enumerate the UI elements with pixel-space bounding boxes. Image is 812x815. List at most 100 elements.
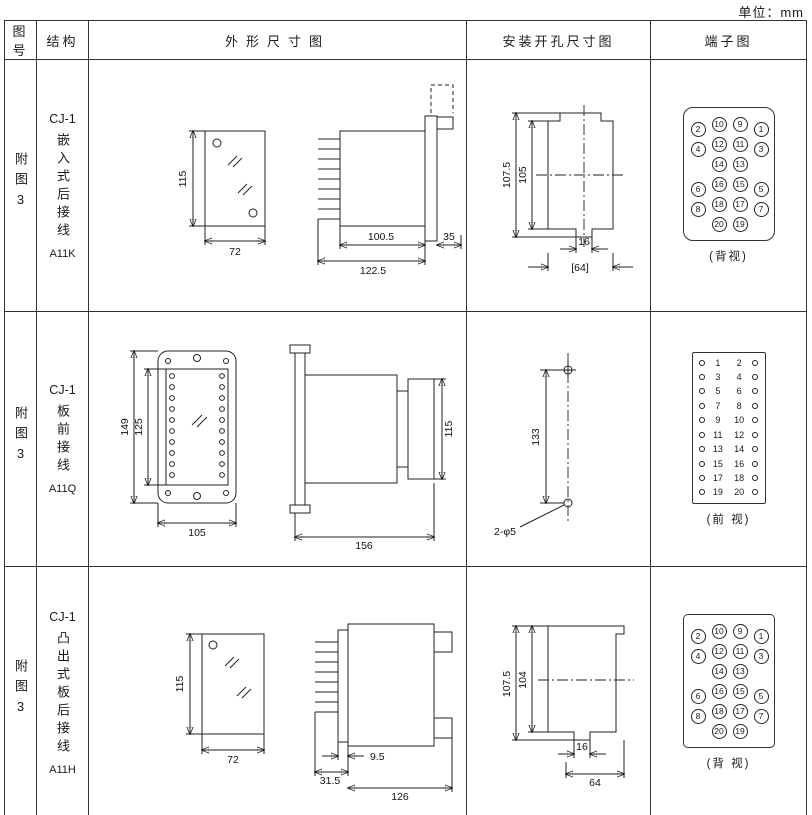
dim-span-width: 64 [589, 777, 601, 789]
terminal-16: 16 [711, 684, 727, 699]
dim-body-length: 100.5 [367, 231, 393, 243]
terminal-13: 13 [732, 664, 748, 679]
terminal-2: 2 [690, 629, 706, 644]
terminal-number: 10 [734, 415, 745, 426]
terminal-16: 16 [711, 177, 727, 192]
mounting-cell: 133 2-φ5 [466, 311, 651, 567]
table-row-a11h: 附图3 CJ-1 凸出式板后接线 A11H [4, 566, 807, 815]
terminal-number: 12 [734, 429, 745, 440]
terminal-hole-icon [752, 460, 759, 467]
outline-cell: 115 72 [88, 566, 467, 815]
terminal-hole-icon [698, 417, 705, 424]
header-terminal: 端子图 [650, 20, 807, 60]
mounting-cell: 107.5 105 16 [64] [466, 59, 651, 312]
terminal-14: 14 [711, 664, 727, 679]
dim-front-height: 115 [174, 675, 186, 692]
side-view: 9.5 31.5 126 [315, 623, 452, 803]
terminal-view-label: (背 视) [706, 758, 751, 770]
dim-inner-height: 125 [133, 418, 145, 436]
structure-cell: CJ-1 嵌入式后接线 A11K [36, 59, 89, 312]
terminal-hole-icon [698, 489, 705, 496]
structure-cell: CJ-1 凸出式板后接线 A11H [36, 566, 89, 815]
dim-notch-width: 16 [576, 741, 588, 753]
hole-spec-label: 2-φ5 [494, 526, 516, 538]
unit-label: 单位：mm [738, 5, 804, 20]
header-structure: 结构 [36, 20, 89, 60]
mounting-drawing-a11h: 107.5 104 16 64 [501, 568, 634, 789]
front-view: 115 72 [177, 131, 265, 258]
terminal-pair-11-12: 11 12 [698, 429, 759, 440]
terminal-number: 18 [734, 473, 745, 483]
terminal-number: 11 [713, 429, 723, 440]
fig-no-cell: 附图3 [4, 566, 37, 815]
model-label: CJ-1 [49, 111, 76, 126]
cutout-dims: 107.5 104 16 64 [501, 626, 624, 789]
cutout-outline [537, 625, 634, 740]
terminal-8: 8 [690, 202, 706, 217]
terminal-19: 19 [732, 217, 748, 232]
terminal-1: 1 [753, 629, 769, 644]
fig-no-cell: 附图3 [4, 59, 37, 312]
front-view: 149 125 105 [119, 351, 236, 539]
dim-pin-length: 31.5 [319, 775, 340, 787]
terminal-7: 7 [753, 709, 769, 724]
terminal-hole-icon [752, 489, 759, 496]
terminal-view-label: (前 视) [706, 513, 751, 526]
terminal-20: 20 [711, 217, 727, 232]
terminal-hole-icon [698, 402, 705, 409]
dim-outer-height: 149 [119, 418, 131, 436]
terminal-2: 2 [690, 122, 706, 137]
dim-total-length: 156 [355, 540, 373, 552]
mounting-cell: 107.5 104 16 64 [466, 566, 651, 815]
dim-body-length: 126 [391, 791, 409, 803]
cutout-dims: 107.5 105 16 [64] [501, 113, 633, 274]
terminal-13: 13 [732, 157, 748, 172]
terminal-18: 18 [711, 197, 727, 212]
terminal-hole-icon [698, 460, 705, 467]
fig-no-cell: 附图3 [4, 311, 37, 567]
terminal-17: 17 [732, 197, 748, 212]
dim-inner-height: 104 [517, 671, 529, 689]
terminal-number: 6 [736, 386, 742, 397]
outline-cell: 149 125 105 [88, 311, 467, 567]
terminal-4: 4 [690, 142, 706, 157]
fig-no-text: 附图3 [13, 405, 28, 468]
terminal-number: 1 [715, 357, 721, 368]
terminal-18: 18 [711, 704, 727, 719]
terminal-10: 10 [711, 624, 727, 639]
terminal-5: 5 [753, 689, 769, 704]
structure-code: A11H [49, 763, 76, 776]
structure-name: 板前接线 [55, 404, 70, 476]
terminal-hole-icon [752, 446, 759, 453]
terminal-14: 14 [711, 157, 727, 172]
terminal-number: 16 [734, 458, 745, 469]
terminal-hole-icon [752, 373, 759, 380]
terminal-hole-icon [752, 402, 759, 409]
dim-side-height: 115 [443, 420, 455, 437]
dim-rear-length: 35 [443, 231, 455, 243]
structure-code: A11Q [48, 483, 77, 495]
dim-front-height: 115 [177, 170, 189, 187]
outline-cell: 115 72 [88, 59, 467, 312]
terminal-hole-icon [752, 359, 759, 366]
structure-code: A11K [49, 247, 76, 260]
spec-table: 图号 结构 外形尺寸图 安装开孔尺寸图 端子图 附图3 CJ-1 嵌入式后接线 … [4, 20, 807, 815]
terminal-15: 15 [732, 177, 748, 192]
model-label: CJ-1 [49, 383, 76, 397]
terminal-20: 20 [711, 724, 727, 739]
terminal-3: 3 [753, 142, 769, 157]
terminal-11: 11 [732, 137, 748, 152]
terminal-number: 14 [734, 444, 745, 455]
dim-offset: 9.5 [370, 751, 385, 763]
dim-front-width: 105 [188, 527, 206, 539]
terminal-5: 5 [753, 182, 769, 197]
mounting-holes: 133 2-φ5 [494, 352, 576, 538]
